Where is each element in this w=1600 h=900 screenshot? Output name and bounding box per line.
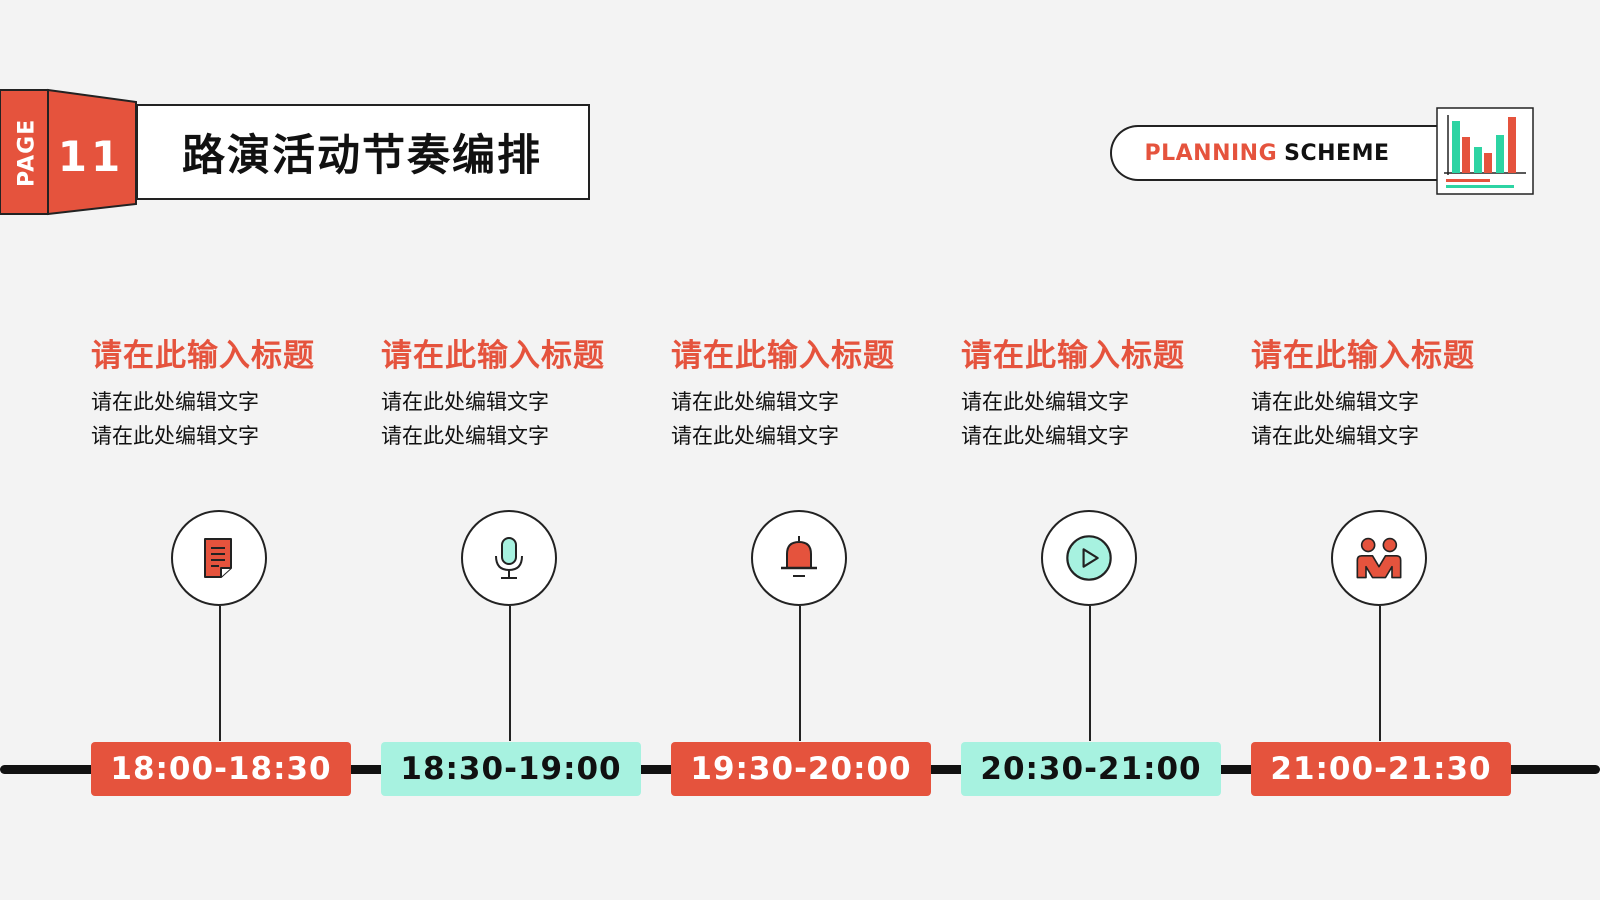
step-4-icon-circle: [1041, 510, 1137, 606]
step-4-line-2: 请在此处编辑文字: [961, 424, 1129, 448]
step-5-text: 请在此处编辑文字 请在此处编辑文字: [1251, 385, 1501, 453]
step-3-title: 请在此输入标题: [671, 338, 895, 374]
step-2-text: 请在此处编辑文字 请在此处编辑文字: [381, 385, 631, 453]
step-4-text: 请在此处编辑文字 请在此处编辑文字: [961, 385, 1211, 453]
step-1-title: 请在此输入标题: [91, 338, 315, 374]
step-3-time-badge: 19:30-20:00: [671, 742, 931, 796]
step-5-line-2: 请在此处编辑文字: [1251, 424, 1419, 448]
people-icon: [1356, 537, 1402, 579]
step-2-stem: [509, 606, 511, 741]
step-2-line-1: 请在此处编辑文字: [381, 390, 549, 414]
step-2-icon-circle: [461, 510, 557, 606]
microphone-icon: [495, 537, 523, 579]
step-1-icon-circle: [171, 510, 267, 606]
step-4-title: 请在此输入标题: [961, 338, 1185, 374]
scheme-word-1: PLANNING: [1144, 140, 1278, 166]
page-title: 路演活动节奏编排: [136, 104, 590, 200]
step-2-title: 请在此输入标题: [381, 338, 605, 374]
step-3-icon-circle: [751, 510, 847, 606]
step-5-stem: [1379, 606, 1381, 741]
step-4-line-1: 请在此处编辑文字: [961, 390, 1129, 414]
step-5-title: 请在此输入标题: [1251, 338, 1475, 374]
step-3-stem: [799, 606, 801, 741]
page-title-text: 路演活动节奏编排: [182, 131, 542, 181]
step-1-line-2: 请在此处编辑文字: [91, 424, 259, 448]
step-5-time-badge: 21:00-21:30: [1251, 742, 1511, 796]
step-4-time-badge: 20:30-21:00: [961, 742, 1221, 796]
step-3-line-1: 请在此处编辑文字: [671, 390, 839, 414]
step-5-icon-circle: [1331, 510, 1427, 606]
bell-icon: [781, 536, 817, 577]
step-1-text: 请在此处编辑文字 请在此处编辑文字: [91, 385, 341, 453]
step-3-line-2: 请在此处编辑文字: [671, 424, 839, 448]
scheme-word-2: SCHEME: [1284, 140, 1390, 166]
play-icon: [1066, 535, 1112, 581]
step-2-time-badge: 18:30-19:00: [381, 742, 641, 796]
bar-chart-icon: [1436, 107, 1534, 195]
step-1-stem: [219, 606, 221, 741]
step-5-line-1: 请在此处编辑文字: [1251, 390, 1419, 414]
step-2-line-2: 请在此处编辑文字: [381, 424, 549, 448]
document-icon: [204, 538, 232, 578]
step-1-line-1: 请在此处编辑文字: [91, 390, 259, 414]
step-3-text: 请在此处编辑文字 请在此处编辑文字: [671, 385, 921, 453]
page-label: PAGE: [14, 118, 40, 188]
step-4-stem: [1089, 606, 1091, 741]
step-1-time-badge: 18:00-18:30: [91, 742, 351, 796]
page-number: 11: [57, 131, 125, 181]
page-tag: [0, 88, 137, 216]
planning-scheme-label: PLANNING SCHEME: [1110, 125, 1440, 181]
